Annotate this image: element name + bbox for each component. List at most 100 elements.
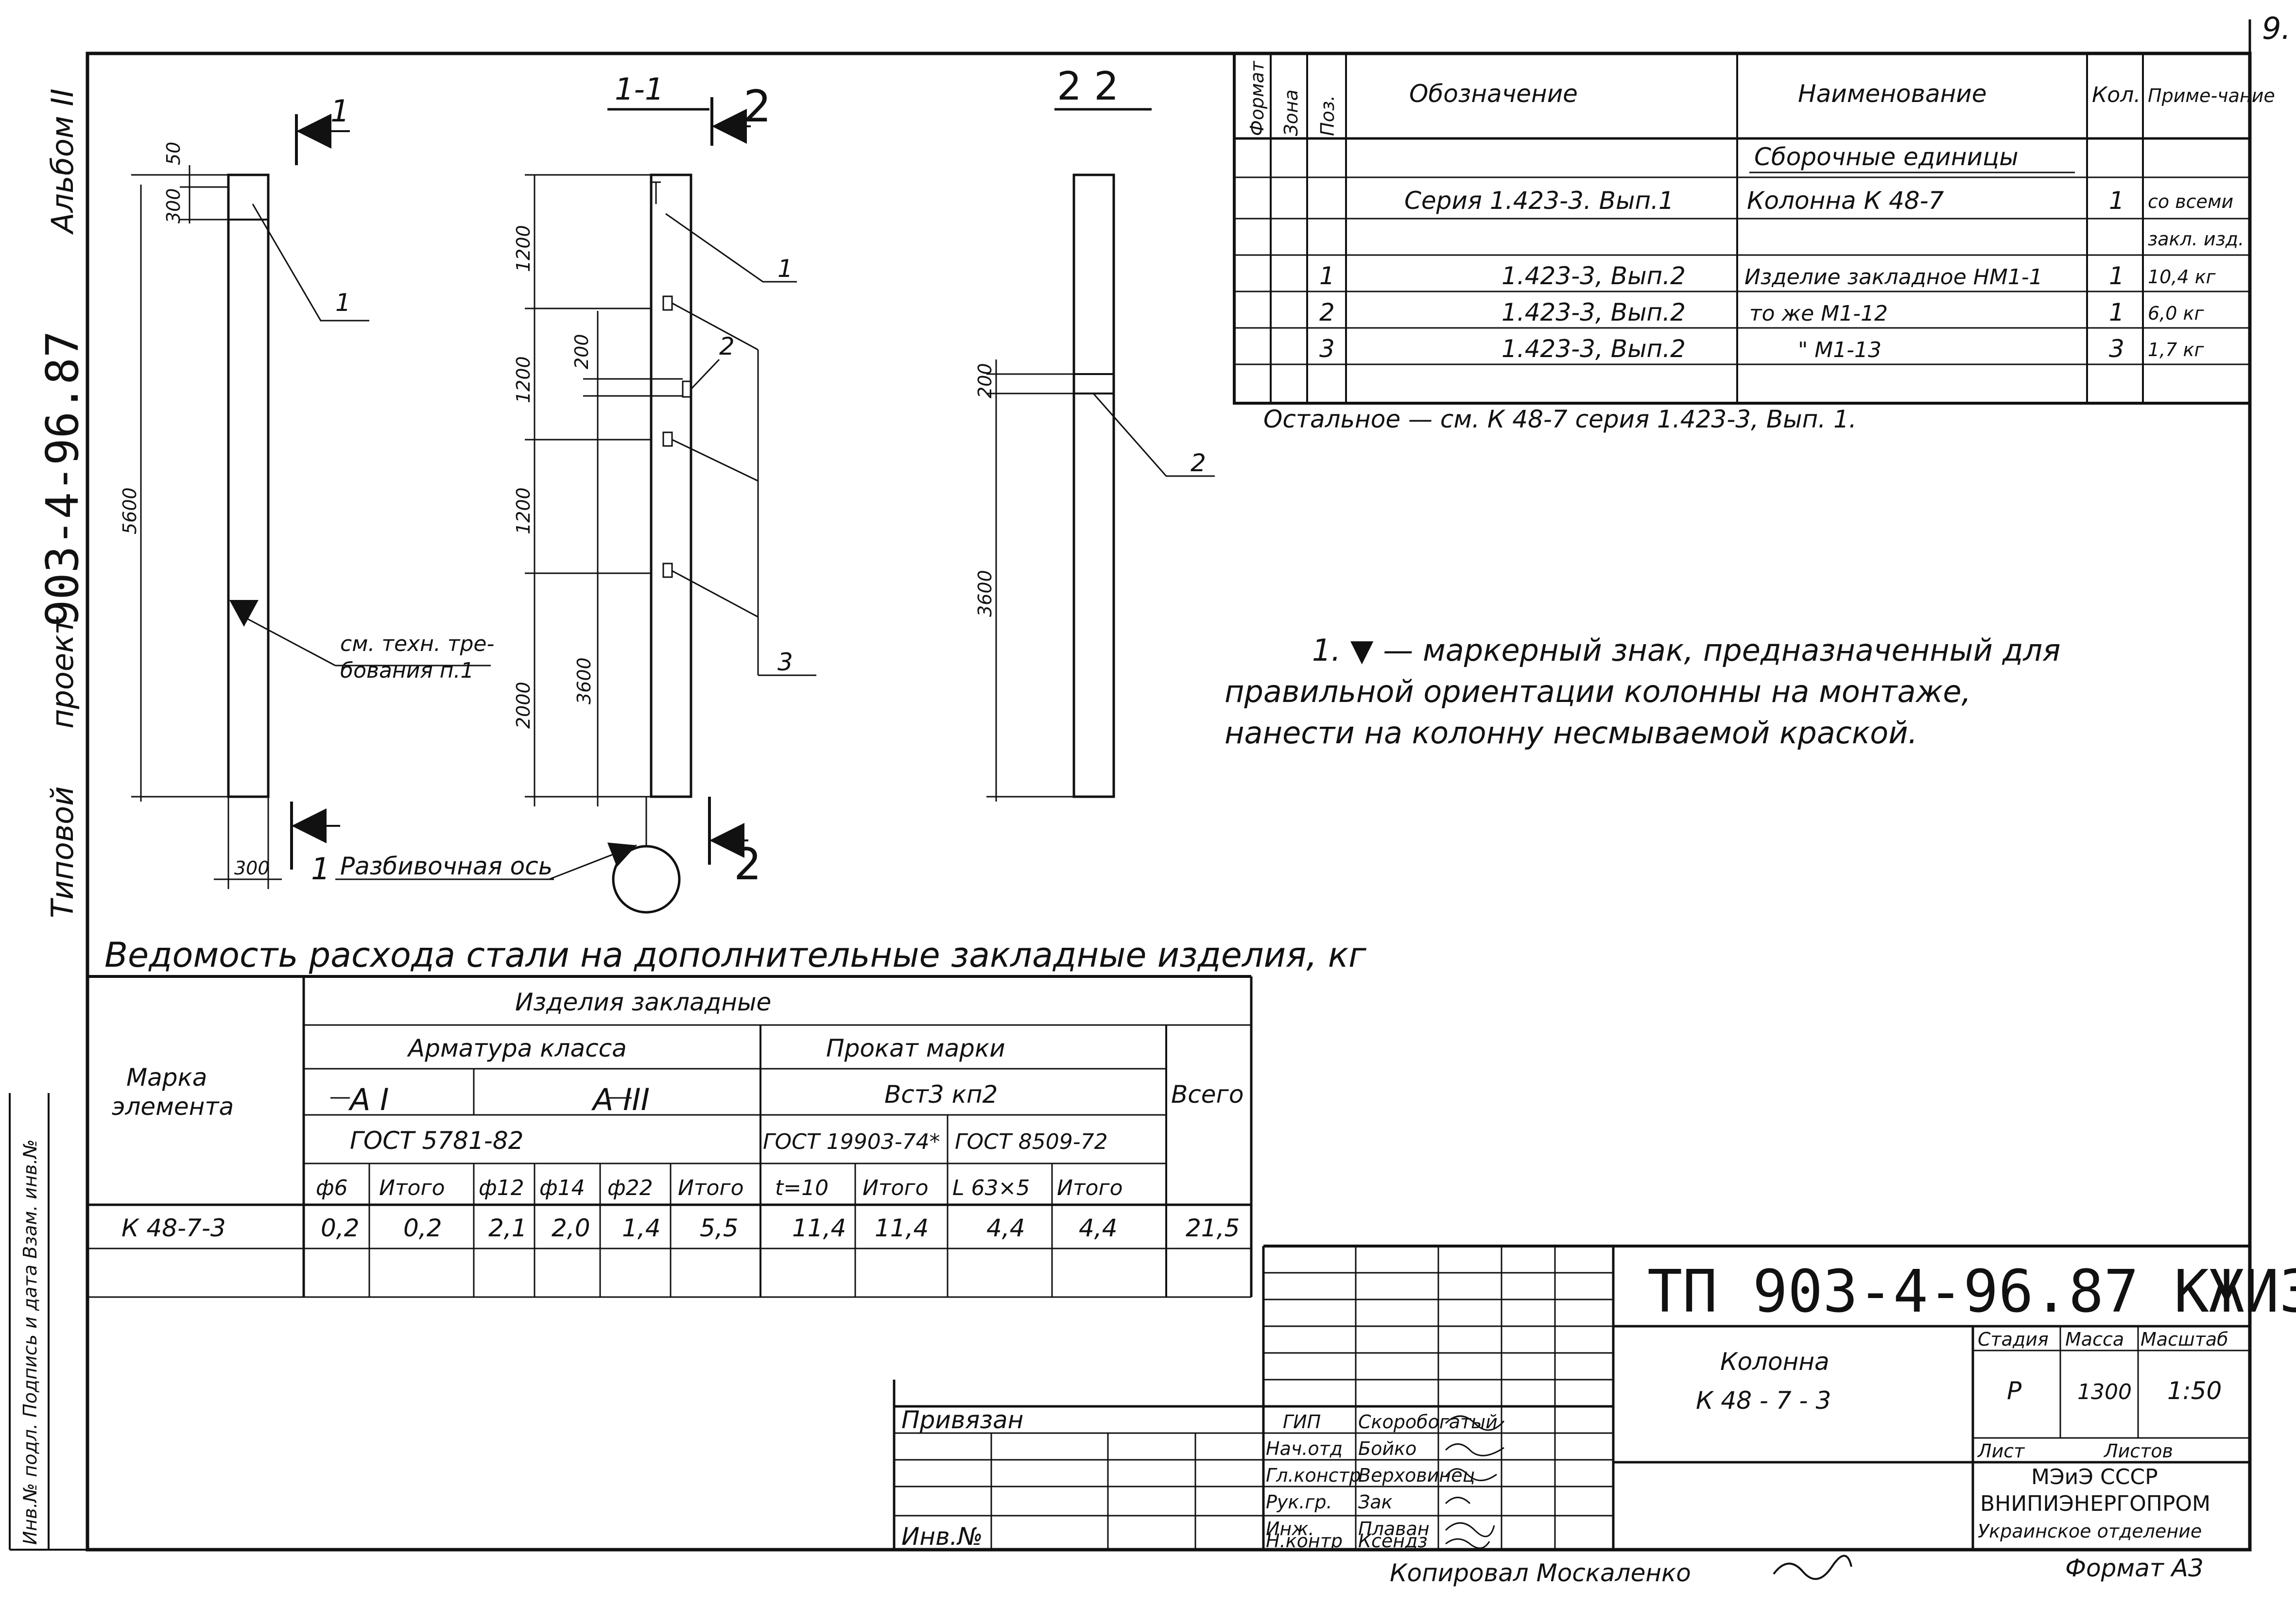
spec-table-grid	[1233, 52, 2251, 405]
section-mark-1: 1	[330, 93, 349, 129]
title-block-grid	[893, 1245, 2250, 1550]
spec-h-name: Наименование	[1798, 80, 1987, 108]
steel-sub-f22: ф22	[607, 1176, 653, 1200]
org-line2: ВНИПИЭНЕРГОПРОМ	[1980, 1491, 2210, 1516]
note-line3: нанести на колонну несмываемой краской.	[1225, 715, 1917, 751]
view-section-1-1	[525, 97, 816, 914]
spec-table: Формат Зона Поз. Обозначение Наименовани…	[1246, 60, 2275, 363]
spec-row4-qty: 1	[2109, 298, 2124, 326]
steel-row-mark: К 48-7-3	[121, 1214, 226, 1242]
spec-row5-name: " М1-13	[1798, 338, 1882, 362]
marker-note-line2: бования п.1	[340, 658, 474, 683]
spec-row1-designation: Серия 1.423-3. Вып.1	[1404, 187, 1674, 215]
copied-by: Копировал Москаленко	[1390, 1559, 1691, 1587]
spec-row1-qty: 1	[2109, 187, 2124, 215]
dim-300-bottom: 300	[234, 857, 270, 879]
section-2-mark-bottom: 2	[734, 839, 761, 890]
axis-label: Разбивочная ось	[340, 852, 552, 880]
steel-h-a3: А III	[591, 1082, 650, 1117]
section-mark-bottom-1: 1	[311, 851, 330, 887]
spec-row5-pos: 3	[1319, 335, 1335, 363]
spec-row4-pos: 2	[1319, 298, 1335, 326]
spec-row4-designation: 1.423-3, Вып.2	[1502, 298, 1686, 326]
section-2-2-title: 2 2	[1057, 64, 1119, 109]
steel-val-7: 11,4	[875, 1214, 929, 1242]
steel-val-3: 2,0	[552, 1214, 590, 1242]
scale-value: 1:50	[2167, 1377, 2222, 1405]
steel-table-title: Ведомость расхода стали на дополнительны…	[104, 935, 1367, 975]
steel-sub-total2: Итого	[678, 1176, 744, 1200]
role-inzh: Инж.	[1266, 1518, 1314, 1539]
spec-row5-note: 1,7 кг	[2148, 339, 2204, 360]
steel-sub-f6: ф6	[316, 1176, 348, 1200]
steel-val-total: 21,5	[1186, 1214, 1240, 1242]
leader-1: 1	[335, 289, 351, 317]
spec-h-pos: Поз.	[1317, 95, 1338, 136]
steel-val-1: 0,2	[403, 1214, 442, 1242]
spec-row4-name: то же М1-12	[1749, 301, 1888, 326]
dim-3600-right: 3600	[974, 570, 996, 617]
leader-2-sec: 2	[719, 332, 735, 360]
dim-50: 50	[163, 142, 184, 165]
spec-row1-name: Колонна К 48-7	[1747, 187, 1944, 215]
steel-val-2: 2,1	[488, 1214, 527, 1242]
spec-row5-designation: 1.423-3, Вып.2	[1502, 335, 1686, 363]
leader-1-sec: 1	[777, 255, 793, 283]
steel-h-mark-1: Марка	[126, 1063, 207, 1092]
item-name-1: Колонна	[1720, 1348, 1830, 1376]
spec-h-zone: Зона	[1280, 89, 1302, 136]
dim-1200-c: 1200	[513, 487, 534, 534]
steel-sub-t10: t=10	[775, 1176, 829, 1200]
steel-val-0: 0,2	[321, 1214, 360, 1242]
name-ksendz: Ксендз	[1358, 1530, 1428, 1552]
spec-row2-note: закл. изд.	[2148, 228, 2244, 250]
album-label: Альбом II	[45, 88, 80, 235]
sidebar-labels: Альбом II 903-4-96.87 проект Типовой Инв…	[19, 88, 88, 1545]
name-zak: Зак	[1358, 1491, 1393, 1513]
name-plavan: Плаван	[1358, 1518, 1430, 1539]
mass-label: Масса	[2065, 1329, 2124, 1350]
spec-row1-note: со всеми	[2148, 191, 2233, 212]
spec-h-designation: Обозначение	[1409, 80, 1578, 108]
spec-h-format: Формат	[1246, 60, 1268, 136]
dim-300: 300	[163, 188, 184, 223]
dim-2000: 2000	[513, 682, 534, 729]
sheets-label: Листов	[2103, 1440, 2173, 1462]
leader-3-sec: 3	[777, 648, 793, 676]
steel-sub-total4: Итого	[1057, 1176, 1123, 1200]
item-name-2: К 48 - 7 - 3	[1696, 1386, 1831, 1415]
spec-row5-qty: 3	[2109, 335, 2124, 363]
steel-sub-total3: Итого	[863, 1176, 929, 1200]
sheet-label: Лист	[1977, 1440, 2025, 1462]
steel-sub-total1: Итого	[379, 1176, 445, 1200]
role-gl-konstr: Гл.констр	[1266, 1465, 1361, 1486]
leader-2-right: 2	[1191, 449, 1206, 477]
copier-signature	[1773, 1555, 1852, 1580]
inv-sidebar-text: Инв.№ подл. Подпись и дата Взам. инв.№	[19, 1139, 41, 1545]
inv-label: Инв.№	[901, 1522, 983, 1551]
steel-val-4: 1,4	[622, 1214, 661, 1242]
org-line3: Украинское отделение	[1978, 1521, 2202, 1542]
role-gip: ГИП	[1283, 1411, 1321, 1433]
spec-row3-designation: 1.423-3, Вып.2	[1502, 262, 1686, 290]
org-line1: МЭиЭ СССР	[2031, 1465, 2158, 1489]
name-verkhovinets: Верховинец	[1358, 1465, 1475, 1486]
steel-h-gost3: ГОСТ 8509-72	[955, 1129, 1108, 1154]
spec-row3-pos: 1	[1319, 262, 1335, 290]
dim-200-right: 200	[974, 363, 996, 398]
stage-label: Стадия	[1978, 1329, 2049, 1350]
title-block: ТП 903-4-96.87 КЖИ3 Привязан Инв.№ ГИП Н…	[901, 1258, 2296, 1552]
note-line1: 1. ▼ — маркерный знак, предназначенный д…	[1312, 633, 2060, 668]
spec-section-title: Сборочные единицы	[1754, 143, 2019, 171]
sidebar-strip	[9, 1093, 87, 1551]
drawing-code: ТП 903-4-96.87 КЖИ3	[1647, 1258, 2296, 1326]
section-2-mark-top: 2	[743, 81, 771, 132]
steel-val-6: 11,4	[792, 1214, 846, 1242]
spec-row3-qty: 1	[2109, 262, 2124, 290]
role-n-kontr: Н.контр	[1266, 1530, 1343, 1552]
steel-val-9: 4,4	[1079, 1214, 1118, 1242]
marker-note-line1: см. техн. тре-	[340, 632, 494, 656]
view-section-2-2	[986, 108, 1215, 802]
dim-5600: 5600	[119, 487, 140, 534]
steel-h-gost2: ГОСТ 19903-74*	[763, 1129, 940, 1154]
